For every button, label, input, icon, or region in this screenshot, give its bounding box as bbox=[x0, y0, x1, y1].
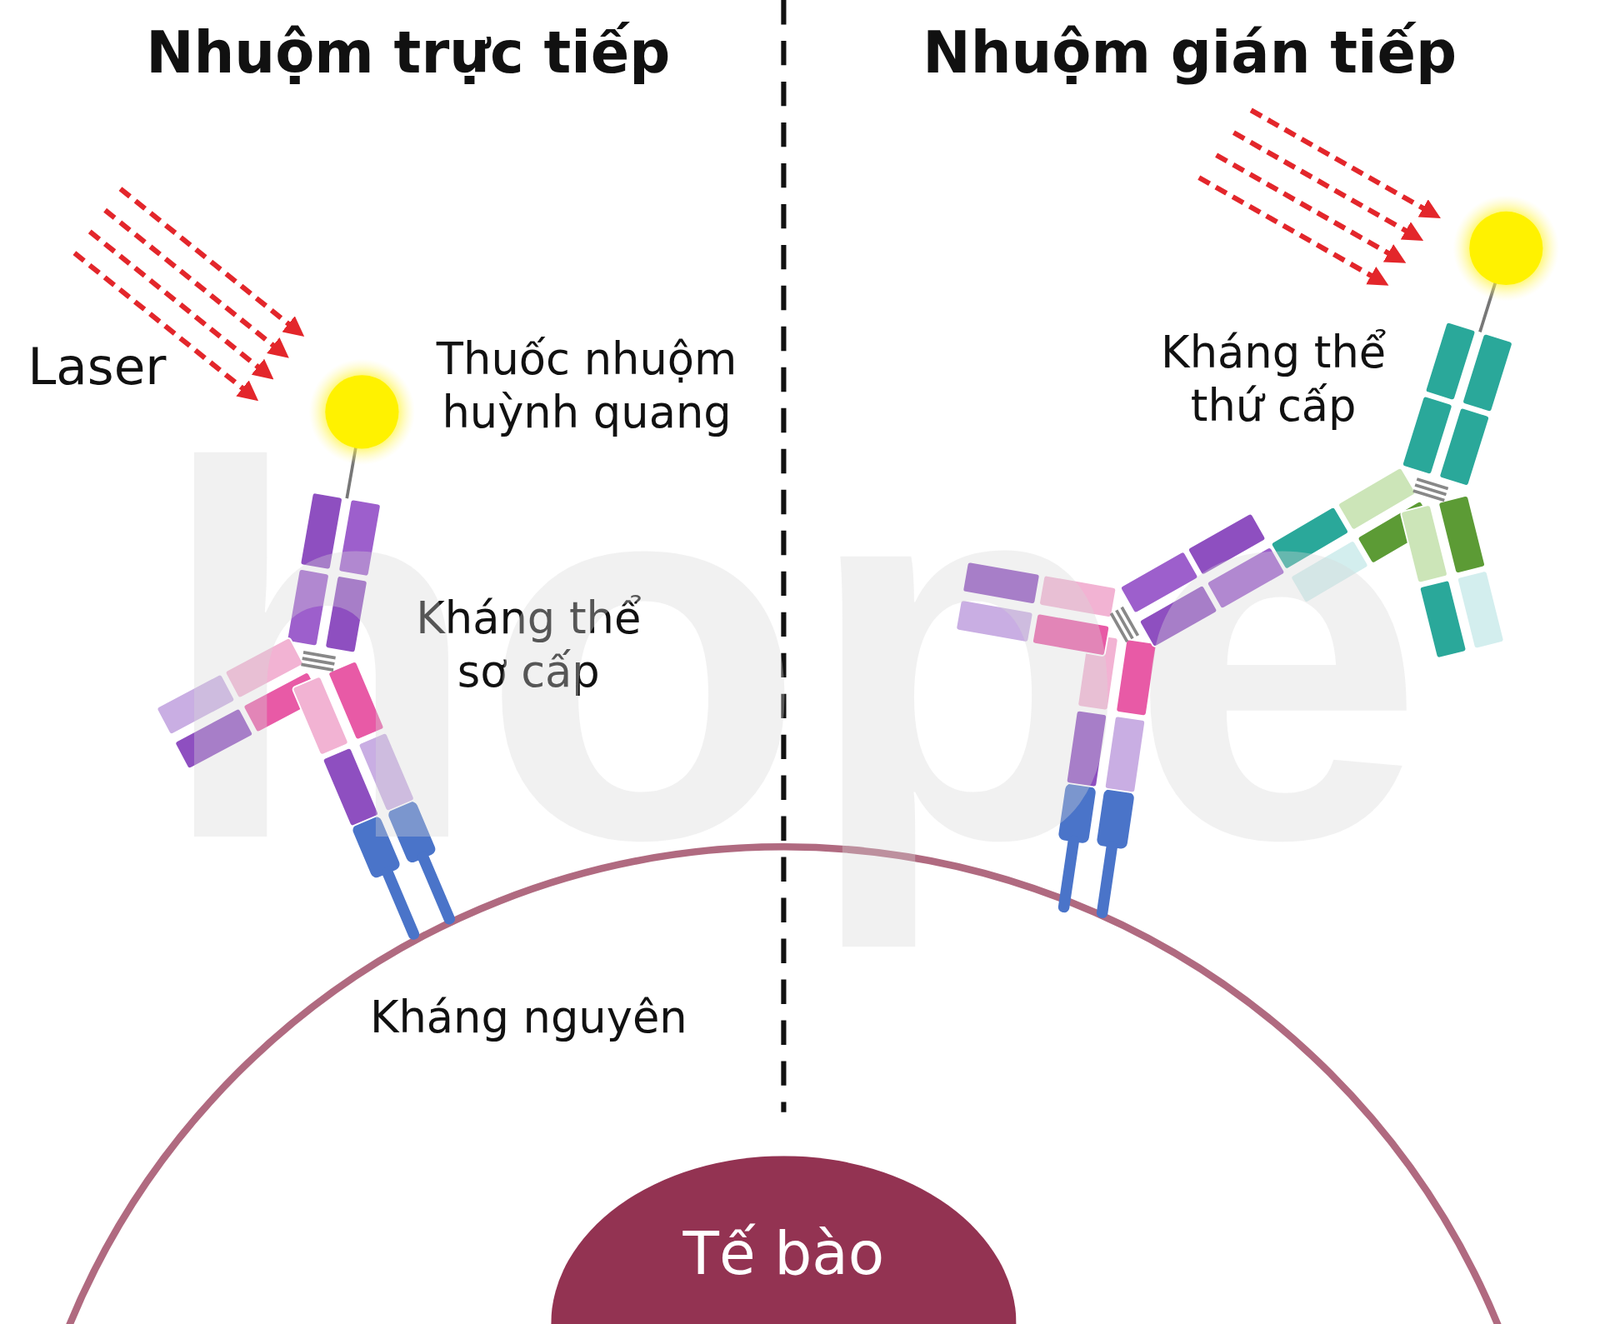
nucleus-label: Tế bào bbox=[550, 1155, 1016, 1289]
laser-ray bbox=[105, 210, 283, 353]
laser-ray bbox=[120, 189, 298, 332]
panel-title: Nhuộm trực tiếp bbox=[50, 18, 765, 89]
fluorescent-dye bbox=[1469, 211, 1543, 285]
dye-glow bbox=[1453, 195, 1560, 301]
laser-ray bbox=[1250, 110, 1434, 215]
nucleus: Tế bào bbox=[550, 1155, 1016, 1324]
watermark: hope bbox=[127, 387, 1455, 919]
laser-ray bbox=[1199, 177, 1382, 282]
antigen-label: Kháng nguyên bbox=[345, 990, 713, 1045]
panel-title: Nhuộm gián tiếp bbox=[832, 18, 1547, 89]
laser-ray bbox=[1216, 155, 1400, 260]
laser-ray bbox=[1233, 132, 1416, 237]
